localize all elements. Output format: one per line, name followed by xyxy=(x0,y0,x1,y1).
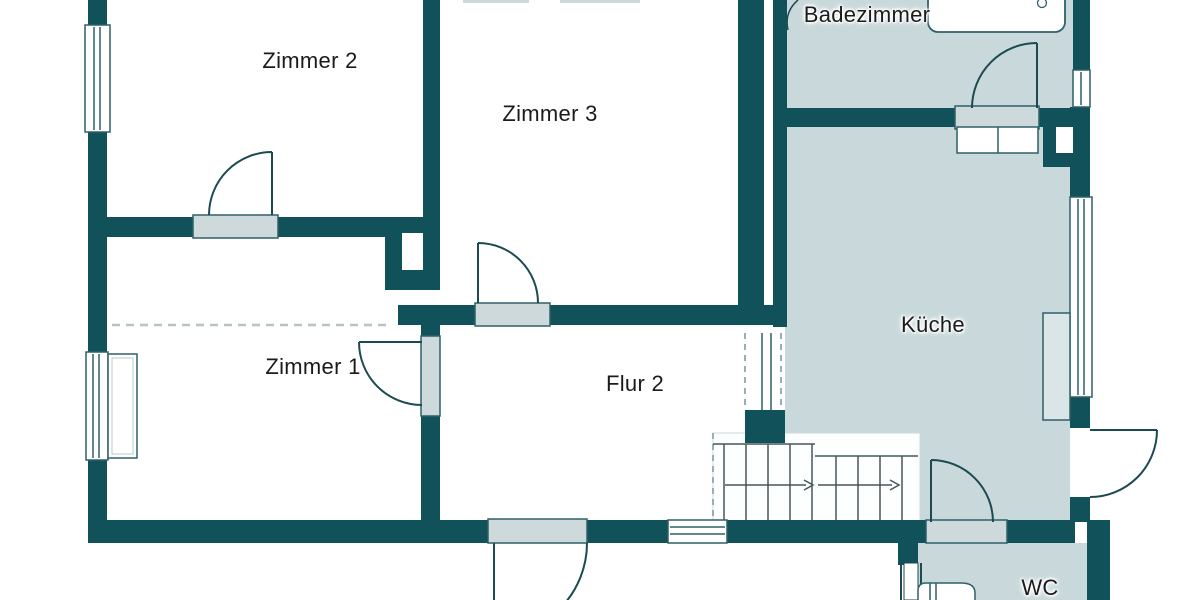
door-swing-zimmer3 xyxy=(477,242,539,304)
door-threshold-flur-south xyxy=(487,518,588,544)
wall-segment xyxy=(1073,0,1090,70)
stair-treads-lower xyxy=(713,443,815,521)
door-swing-badezimmer-top xyxy=(786,0,799,31)
wall-segment xyxy=(88,0,107,25)
door-swing-east-exit xyxy=(1089,429,1158,498)
chimney-flue xyxy=(402,233,423,270)
wall-segment xyxy=(421,416,440,523)
wall-segment xyxy=(898,520,918,565)
wall-segment xyxy=(1070,107,1090,197)
stair-area xyxy=(712,432,921,523)
bathtub-drain xyxy=(1036,0,1048,9)
room-label-zimmer2: Zimmer 2 xyxy=(262,48,358,73)
window-flur-south xyxy=(667,519,728,544)
door-threshold-zimmer2 xyxy=(192,214,279,239)
wall-segment xyxy=(773,0,787,327)
wall-segment xyxy=(88,217,193,237)
kitchen-counter xyxy=(956,126,1039,154)
wall-segment xyxy=(1087,520,1110,600)
window-zimmer2 xyxy=(84,24,111,133)
wall-segment xyxy=(1070,397,1090,428)
door-leaf-wc xyxy=(903,562,919,600)
window-kueche-east xyxy=(1042,196,1093,421)
room-label-kueche: Küche xyxy=(901,312,965,337)
window-sill-box xyxy=(107,353,138,459)
wall-segment xyxy=(745,410,785,443)
stair-direction-arrow xyxy=(725,479,901,491)
room-label-wc: WC xyxy=(1021,575,1059,600)
wall-segment xyxy=(398,305,475,325)
room-label-zimmer3: Zimmer 3 xyxy=(502,101,598,126)
top-edge-cut-marks xyxy=(463,0,640,3)
kueche-floor-upper xyxy=(787,127,1070,327)
wall-niche xyxy=(1056,127,1073,153)
door-swing-badezimmer xyxy=(971,42,1038,109)
window-sill-box xyxy=(1042,312,1071,421)
wall-segment xyxy=(785,108,955,127)
bathtub xyxy=(927,0,1066,33)
window-badezimmer xyxy=(1072,69,1091,108)
windows xyxy=(84,24,1093,544)
wall-segment xyxy=(727,520,926,543)
door-threshold-zimmer3 xyxy=(474,302,551,327)
door-threshold-badezimmer xyxy=(954,105,1040,130)
wall-cutouts xyxy=(402,0,1073,305)
fixtures xyxy=(917,0,1066,600)
door-threshold-zimmer1 xyxy=(420,335,441,417)
door-swing-zimmer2 xyxy=(208,151,273,216)
door-swing-zimmer1 xyxy=(358,341,423,406)
double-wall-gap xyxy=(764,0,773,305)
wall-segment xyxy=(88,132,107,353)
stair-treads-upper xyxy=(815,455,918,521)
door-swing-kueche xyxy=(930,459,994,523)
room-label-badezimmer: Badezimmer xyxy=(803,2,931,27)
wall-segment xyxy=(423,0,440,233)
door-threshold-kueche-wc xyxy=(925,519,1008,544)
walls xyxy=(88,0,1110,600)
door-thresholds xyxy=(192,105,1040,544)
wall-segment xyxy=(88,520,488,543)
window-flur-kueche xyxy=(743,333,785,410)
staircase xyxy=(712,432,921,523)
wall-segment xyxy=(738,0,764,308)
wc-washbasin xyxy=(917,582,976,600)
wall-segment xyxy=(587,520,668,543)
wall-segment xyxy=(1070,497,1090,522)
wall-segment xyxy=(550,305,787,325)
door-swing-flur-south xyxy=(493,542,588,600)
room-label-zimmer1: Zimmer 1 xyxy=(265,354,361,379)
wall-segment xyxy=(1007,520,1075,543)
window-zimmer1 xyxy=(85,351,138,461)
room-label-flur2: Flur 2 xyxy=(605,371,665,396)
